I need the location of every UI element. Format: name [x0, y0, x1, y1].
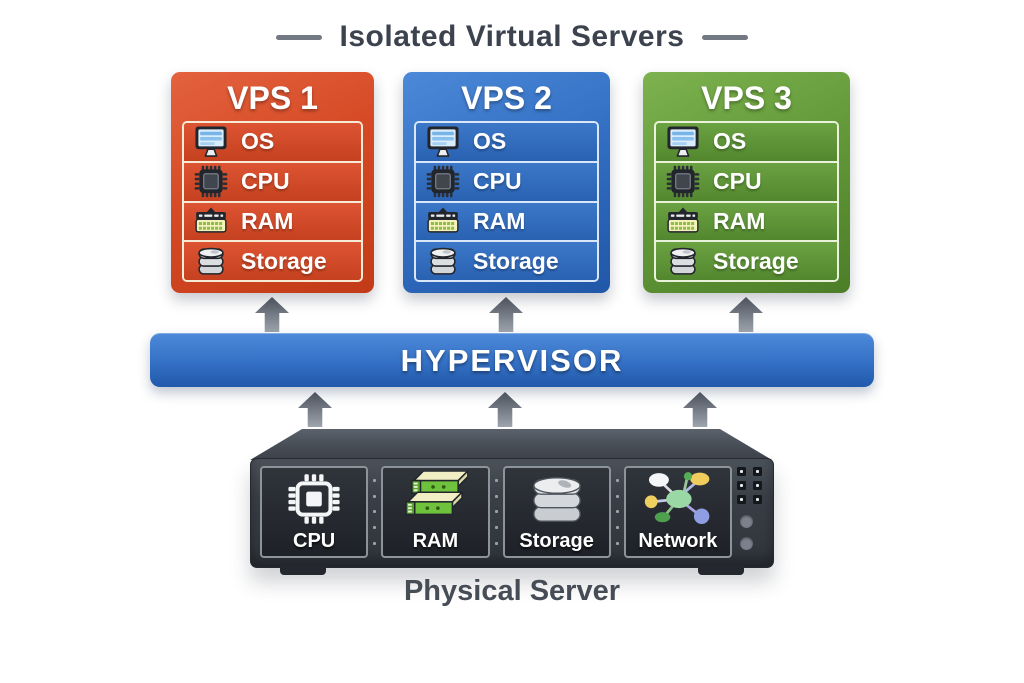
up-arrow-icon	[254, 297, 290, 332]
vps-2-title: VPS 2	[461, 80, 552, 116]
led-square	[753, 481, 762, 490]
led-square	[737, 481, 746, 490]
led-square	[753, 495, 762, 504]
server-button	[740, 515, 753, 528]
component-label: Storage	[713, 247, 799, 274]
panel-icon-wrap	[262, 468, 366, 529]
component-label: RAM	[473, 207, 526, 234]
vps-row-os: OS	[416, 123, 597, 161]
memory-icon	[425, 205, 461, 238]
title-dash-left	[275, 34, 322, 40]
component-label: CPU	[713, 168, 762, 195]
disk-stack-icon	[425, 245, 461, 278]
monitor-icon	[193, 125, 229, 158]
up-arrow-icon	[487, 392, 523, 427]
cpu-chip-icon	[286, 473, 342, 525]
vps-3-rows: OS CPU RAM Storage	[654, 121, 839, 282]
server-panel-cpu: CPU	[260, 466, 369, 558]
component-label: OS	[713, 128, 747, 155]
panel-separator	[611, 466, 624, 558]
panel-label: RAM	[412, 530, 459, 552]
chip-icon	[425, 165, 461, 198]
led-square	[737, 495, 746, 504]
server-foot	[698, 565, 744, 575]
vps-row-ram: RAM	[656, 200, 837, 241]
vps-1-title: VPS 1	[227, 80, 318, 116]
vps-row-os: OS	[184, 123, 361, 161]
led-square	[753, 467, 762, 476]
title-dash-right	[702, 34, 749, 40]
panel-icon-wrap	[505, 468, 609, 529]
memory-icon	[665, 205, 701, 238]
network-nodes-icon	[641, 469, 715, 529]
vps-3-title: VPS 3	[701, 80, 792, 116]
memory-icon	[193, 205, 229, 238]
vps-row-storage: Storage	[416, 240, 597, 280]
server-button	[740, 537, 753, 550]
vps-row-cpu: CPU	[184, 160, 361, 201]
server-foot	[280, 565, 326, 575]
panel-icon-wrap	[626, 468, 730, 529]
up-arrow-icon	[728, 297, 764, 332]
disk-stack-icon	[528, 472, 586, 526]
panel-label: Network	[638, 530, 718, 552]
up-arrow-icon	[297, 392, 333, 427]
server-controls	[737, 467, 767, 550]
ram-modules-icon	[402, 471, 468, 527]
chip-icon	[665, 165, 701, 198]
vps-row-storage: Storage	[656, 240, 837, 280]
disk-stack-icon	[193, 245, 229, 278]
indicator-led-grid	[737, 467, 767, 504]
vps-box-2: VPS 2 OS CPU RAM Storage	[403, 72, 610, 293]
vps-box-3: VPS 3 OS CPU RAM Storage	[643, 72, 850, 293]
component-label: OS	[241, 128, 275, 155]
vps-1-rows: OS CPU RAM Storage	[182, 121, 363, 282]
chip-icon	[193, 165, 229, 198]
panel-label: CPU	[293, 530, 336, 552]
vps-box-1: VPS 1 OS CPU RAM Storage	[171, 72, 374, 293]
server-top-face	[250, 429, 772, 460]
panel-separator	[368, 466, 381, 558]
monitor-icon	[425, 125, 461, 158]
up-arrow-icon	[488, 297, 524, 332]
component-label: RAM	[713, 207, 766, 234]
panel-icon-wrap	[383, 468, 487, 529]
monitor-icon	[665, 125, 701, 158]
server-panel-ram: RAM	[381, 466, 490, 558]
component-label: Storage	[241, 247, 327, 274]
server-panel-network: Network	[623, 466, 732, 558]
vps-row-ram: RAM	[184, 200, 361, 241]
component-label: RAM	[241, 207, 294, 234]
server-panels: CPU RAM Storage Network	[260, 466, 732, 558]
led-square	[737, 467, 746, 476]
title-row: Isolated Virtual Servers	[0, 20, 1024, 54]
page-title: Isolated Virtual Servers	[339, 20, 685, 53]
panel-separator	[490, 466, 503, 558]
vps-row-ram: RAM	[416, 200, 597, 241]
vps-row-cpu: CPU	[656, 160, 837, 201]
hypervisor-bar: HYPERVISOR	[150, 333, 874, 387]
disk-stack-icon	[665, 245, 701, 278]
component-label: Storage	[473, 247, 559, 274]
server-panel-storage: Storage	[502, 466, 611, 558]
vps-2-rows: OS CPU RAM Storage	[414, 121, 599, 282]
vps-row-cpu: CPU	[416, 160, 597, 201]
panel-label: Storage	[519, 530, 594, 552]
component-label: CPU	[473, 168, 522, 195]
up-arrow-icon	[682, 392, 718, 427]
component-label: CPU	[241, 168, 290, 195]
vps-row-storage: Storage	[184, 240, 361, 280]
physical-server-caption: Physical Server	[403, 575, 621, 607]
vps-row-os: OS	[656, 123, 837, 161]
server-buttons	[737, 515, 767, 550]
component-label: OS	[473, 128, 507, 155]
